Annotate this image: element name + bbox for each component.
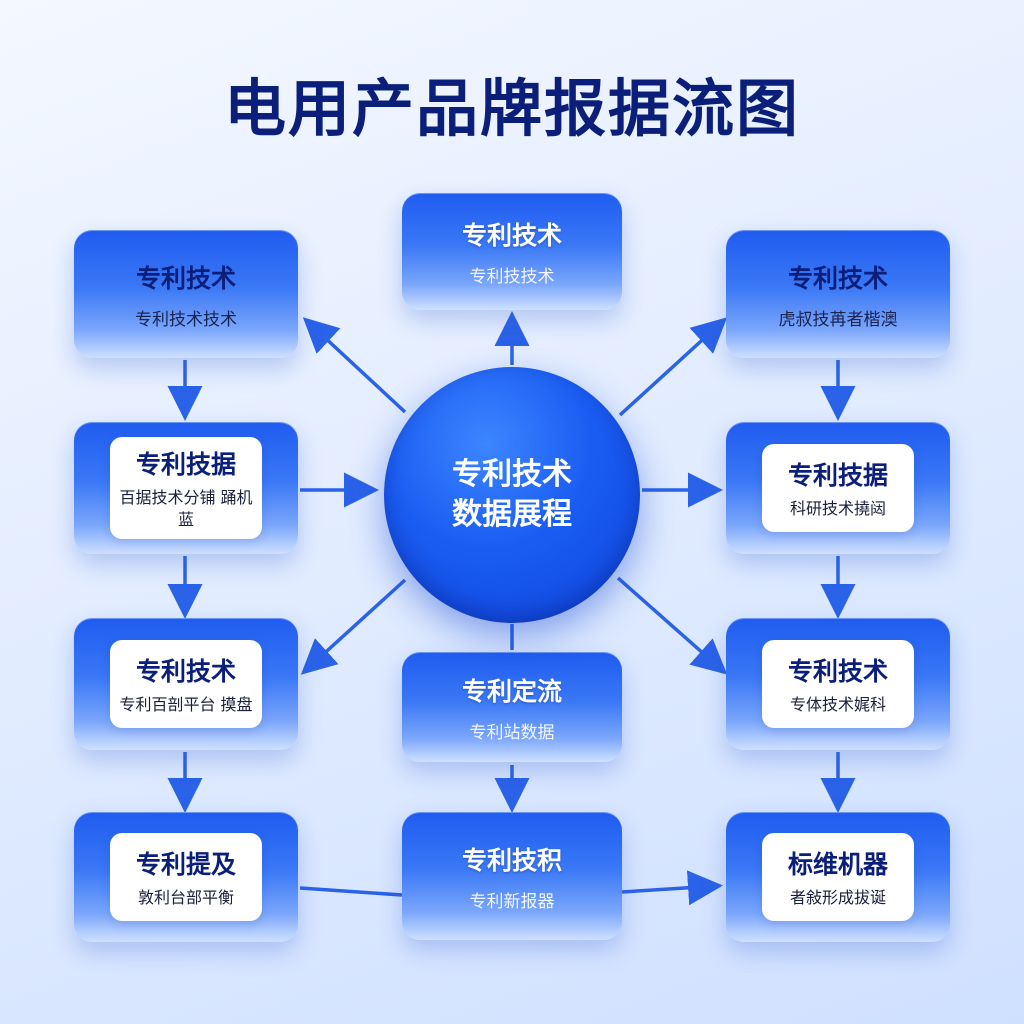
arrow-hub-to-right-3 [616,576,728,675]
node-title: 标维机器 [787,850,888,880]
node-bottom-center-2: 专利技积 专利新报器 [402,812,622,940]
node-card: 专利技据 科研技术撓闼 [762,444,914,532]
node-subtitle: 虎叔技苒者楷澳 [778,309,898,330]
node-card: 专利技据 百据技术分铺 踊机蓝 [110,437,262,539]
node-left-3: 专利技术 专利百剖平台 摸盘 [74,618,298,750]
arrow-hub-to-left-3 [300,578,407,675]
node-card: 专利技术 专体技术娓科 [762,640,914,728]
node-subtitle: 专利百剖平台 摸盘 [119,695,253,715]
node-left-2: 专利技据 百据技术分铺 踊机蓝 [74,422,298,554]
node-bottom-center-1: 专利定流 专利站数据 [402,652,622,762]
node-right-4: 标维机器 者敍形成拔诞 [726,812,950,942]
node-title: 专利技积 [461,845,562,875]
arrow-hub-to-right-1 [618,317,728,417]
node-subtitle: 科研技术撓闼 [789,499,886,519]
node-title: 专利技术 [787,263,888,293]
node-top-center: 专利技术 专利技技术 [402,193,622,310]
node-card: 专利提及 敦利台部平衡 [110,833,262,921]
node-subtitle: 专利站数据 [469,722,555,743]
node-right-1: 专利技术 虎叔技苒者楷澳 [726,230,950,358]
node-subtitle: 专利技技术 [469,267,555,287]
hub-line-1: 专利技术 [452,456,572,492]
hub-line-2: 数据展程 [452,497,572,532]
hub-circle: 专利技术 数据展程 [384,367,640,623]
node-card: 标维机器 者敍形成拔诞 [762,833,914,921]
node-card: 专利技术 专利百剖平台 摸盘 [110,640,262,728]
node-title: 专利技术 [461,221,562,250]
node-title: 专利定流 [461,676,562,706]
arrow-bottom-center-2-to-right-4 [621,870,723,906]
node-title: 专利技据 [135,450,236,480]
node-left-1: 专利技术 专利技术技术 [74,230,298,358]
node-right-2: 专利技据 科研技术撓闼 [726,422,950,554]
node-title: 专利技术 [135,263,236,293]
node-title: 专利技术 [135,657,236,687]
node-subtitle: 专体技术娓科 [789,695,886,715]
node-subtitle: 者敍形成拔诞 [789,888,886,908]
node-title: 专利技据 [787,461,888,491]
node-left-4: 专利提及 敦利台部平衡 [74,812,298,942]
line-left-4-to-bottom-center-2 [299,886,403,897]
node-subtitle: 专利技术技术 [135,309,237,330]
arrow-hub-to-left-1 [302,317,407,414]
page-title: 电用产品牌报据流图 [223,72,800,145]
node-title: 专利技术 [787,657,888,687]
node-title: 专利提及 [135,850,236,880]
node-subtitle: 敦利台部平衡 [137,888,234,908]
node-right-3: 专利技术 专体技术娓科 [726,618,950,750]
node-subtitle: 百据技术分铺 踊机蓝 [119,488,253,529]
node-subtitle: 专利新报器 [469,891,555,912]
